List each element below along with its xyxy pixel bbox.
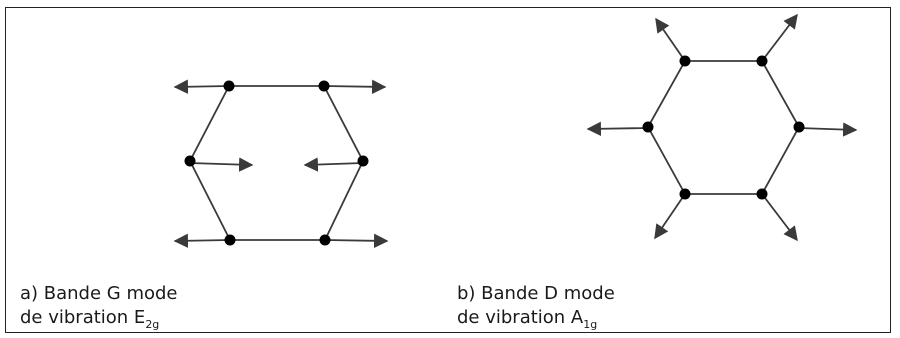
arrow-a-mid-right: [303, 157, 364, 172]
atom-b-4: [756, 188, 768, 200]
atom-a-5: [224, 234, 236, 246]
atom-a-4: [319, 234, 331, 246]
arrow-b-left: [586, 121, 649, 136]
hexagon-b: [646, 60, 801, 195]
atom-a-1: [223, 80, 235, 92]
panel-b-d-band: [586, 13, 858, 242]
arrow-a-bottom-left: [173, 233, 231, 248]
caption-a-line2-text: de vibration E: [20, 307, 146, 328]
atom-b-3: [793, 121, 805, 133]
arrow-a-bottom-right: [324, 233, 389, 248]
arrow-b-bottom-left: [654, 193, 686, 240]
caption-a-line1: a) Bande G mode: [20, 283, 178, 304]
arrow-b-bottom-right: [761, 193, 798, 242]
caption-b-subscript: 1g: [583, 318, 598, 331]
panel-a-atoms: [184, 80, 369, 246]
arrow-b-top-right: [761, 13, 798, 62]
arrow-a-mid-left: [189, 157, 254, 172]
arrow-a-top-left: [173, 79, 230, 94]
caption-b-line2-text: de vibration A: [457, 307, 584, 328]
atom-a-6: [184, 155, 196, 167]
panel-a-g-band: [173, 79, 389, 248]
atom-a-3: [357, 155, 369, 167]
arrow-b-right: [798, 122, 858, 137]
caption-panel-b: b) Bande D mode de vibration A1g: [457, 282, 615, 337]
atom-b-1: [679, 55, 691, 67]
arrow-b-top-left: [655, 17, 686, 62]
atom-b-2: [756, 55, 768, 67]
caption-a-subscript: 2g: [145, 318, 160, 331]
caption-b-line2: de vibration A1g: [457, 306, 615, 337]
caption-a-line2: de vibration E2g: [20, 306, 178, 337]
atom-b-6: [642, 121, 654, 133]
caption-b-line1: b) Bande D mode: [457, 283, 615, 304]
atom-b-5: [679, 188, 691, 200]
caption-panel-a: a) Bande G mode de vibration E2g: [20, 282, 178, 337]
arrow-a-top-right: [323, 79, 387, 94]
panel-b-atoms: [642, 55, 805, 200]
atom-a-2: [318, 80, 330, 92]
